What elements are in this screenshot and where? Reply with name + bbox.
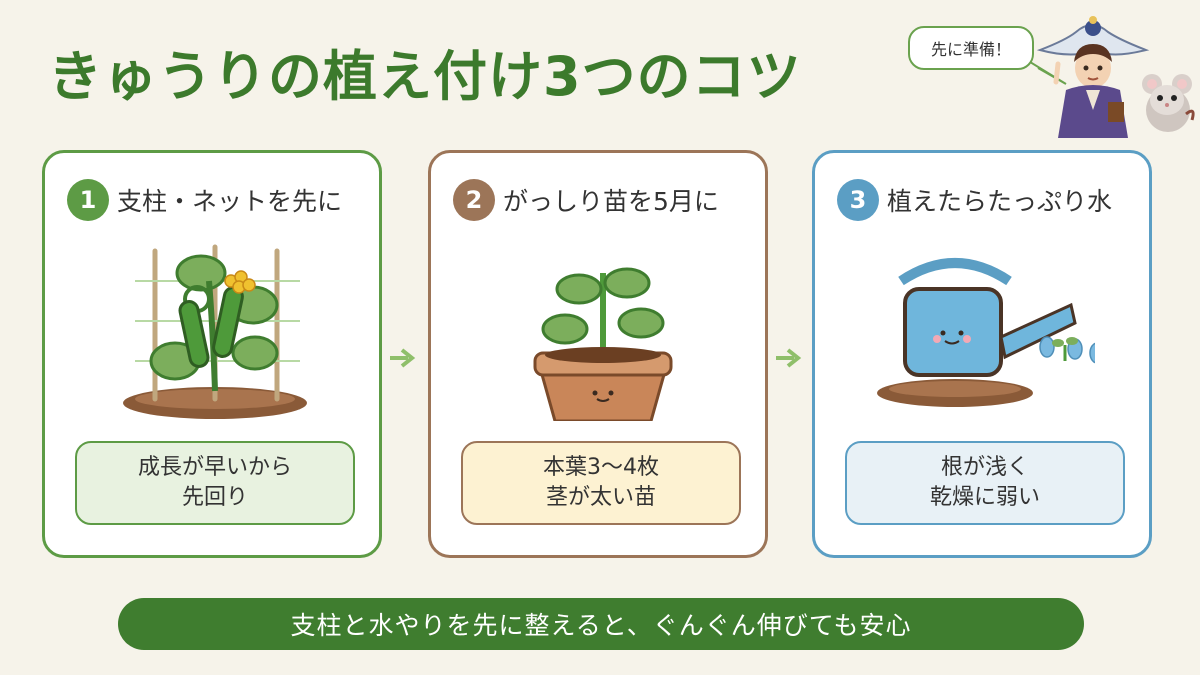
note-line-1: 根が浅く [940,455,1029,480]
seedling-pot-illustration [533,267,673,421]
note-line-2: 茎が太い苗 [545,485,656,510]
card-header: 2 がっしり苗を5月に [453,179,719,221]
step-card-3: 3 植えたらたっぷり水 根が浅く 乾燥に弱い [812,150,1152,558]
step-number-badge: 1 [67,179,109,221]
card-title: 支柱・ネットを先に [117,187,343,216]
note-line-1: 本葉3〜4枚 [543,455,659,480]
card-note: 本葉3〜4枚 茎が太い苗 [461,441,741,525]
card-title: 植えたらたっぷり水 [887,187,1113,216]
arrow-right-icon [390,348,416,368]
note-line-2: 乾燥に弱い [929,485,1040,510]
note-line-2: 先回り [181,485,248,510]
step-card-1: 1 支柱・ネットを先に 成長が早いから 先回り [42,150,382,558]
mascot-characters [1036,16,1195,138]
watering-can-illustration [877,258,1095,407]
step-number-badge: 3 [837,179,879,221]
card-title: がっしり苗を5月に [503,187,719,216]
card-header: 1 支柱・ネットを先に [67,179,342,221]
arrow-right-icon [776,348,802,368]
summary-banner: 支柱と水やりを先に整えると、ぐんぐん伸びても安心 [118,598,1084,650]
card-note: 根が浅く 乾燥に弱い [845,441,1125,525]
page-title: きゅうりの植え付け3つのコツ [48,45,802,108]
speech-bubble: 先に準備！ [908,26,1034,70]
step-card-2: 2 がっしり苗を5月に 本葉3〜4枚 茎が太い苗 [428,150,768,558]
note-line-1: 成長が早いから [137,455,292,480]
card-note: 成長が早いから 先回り [75,441,355,525]
step-number-badge: 2 [453,179,495,221]
trellis-cucumber-illustration [123,244,307,419]
card-header: 3 植えたらたっぷり水 [837,179,1112,221]
